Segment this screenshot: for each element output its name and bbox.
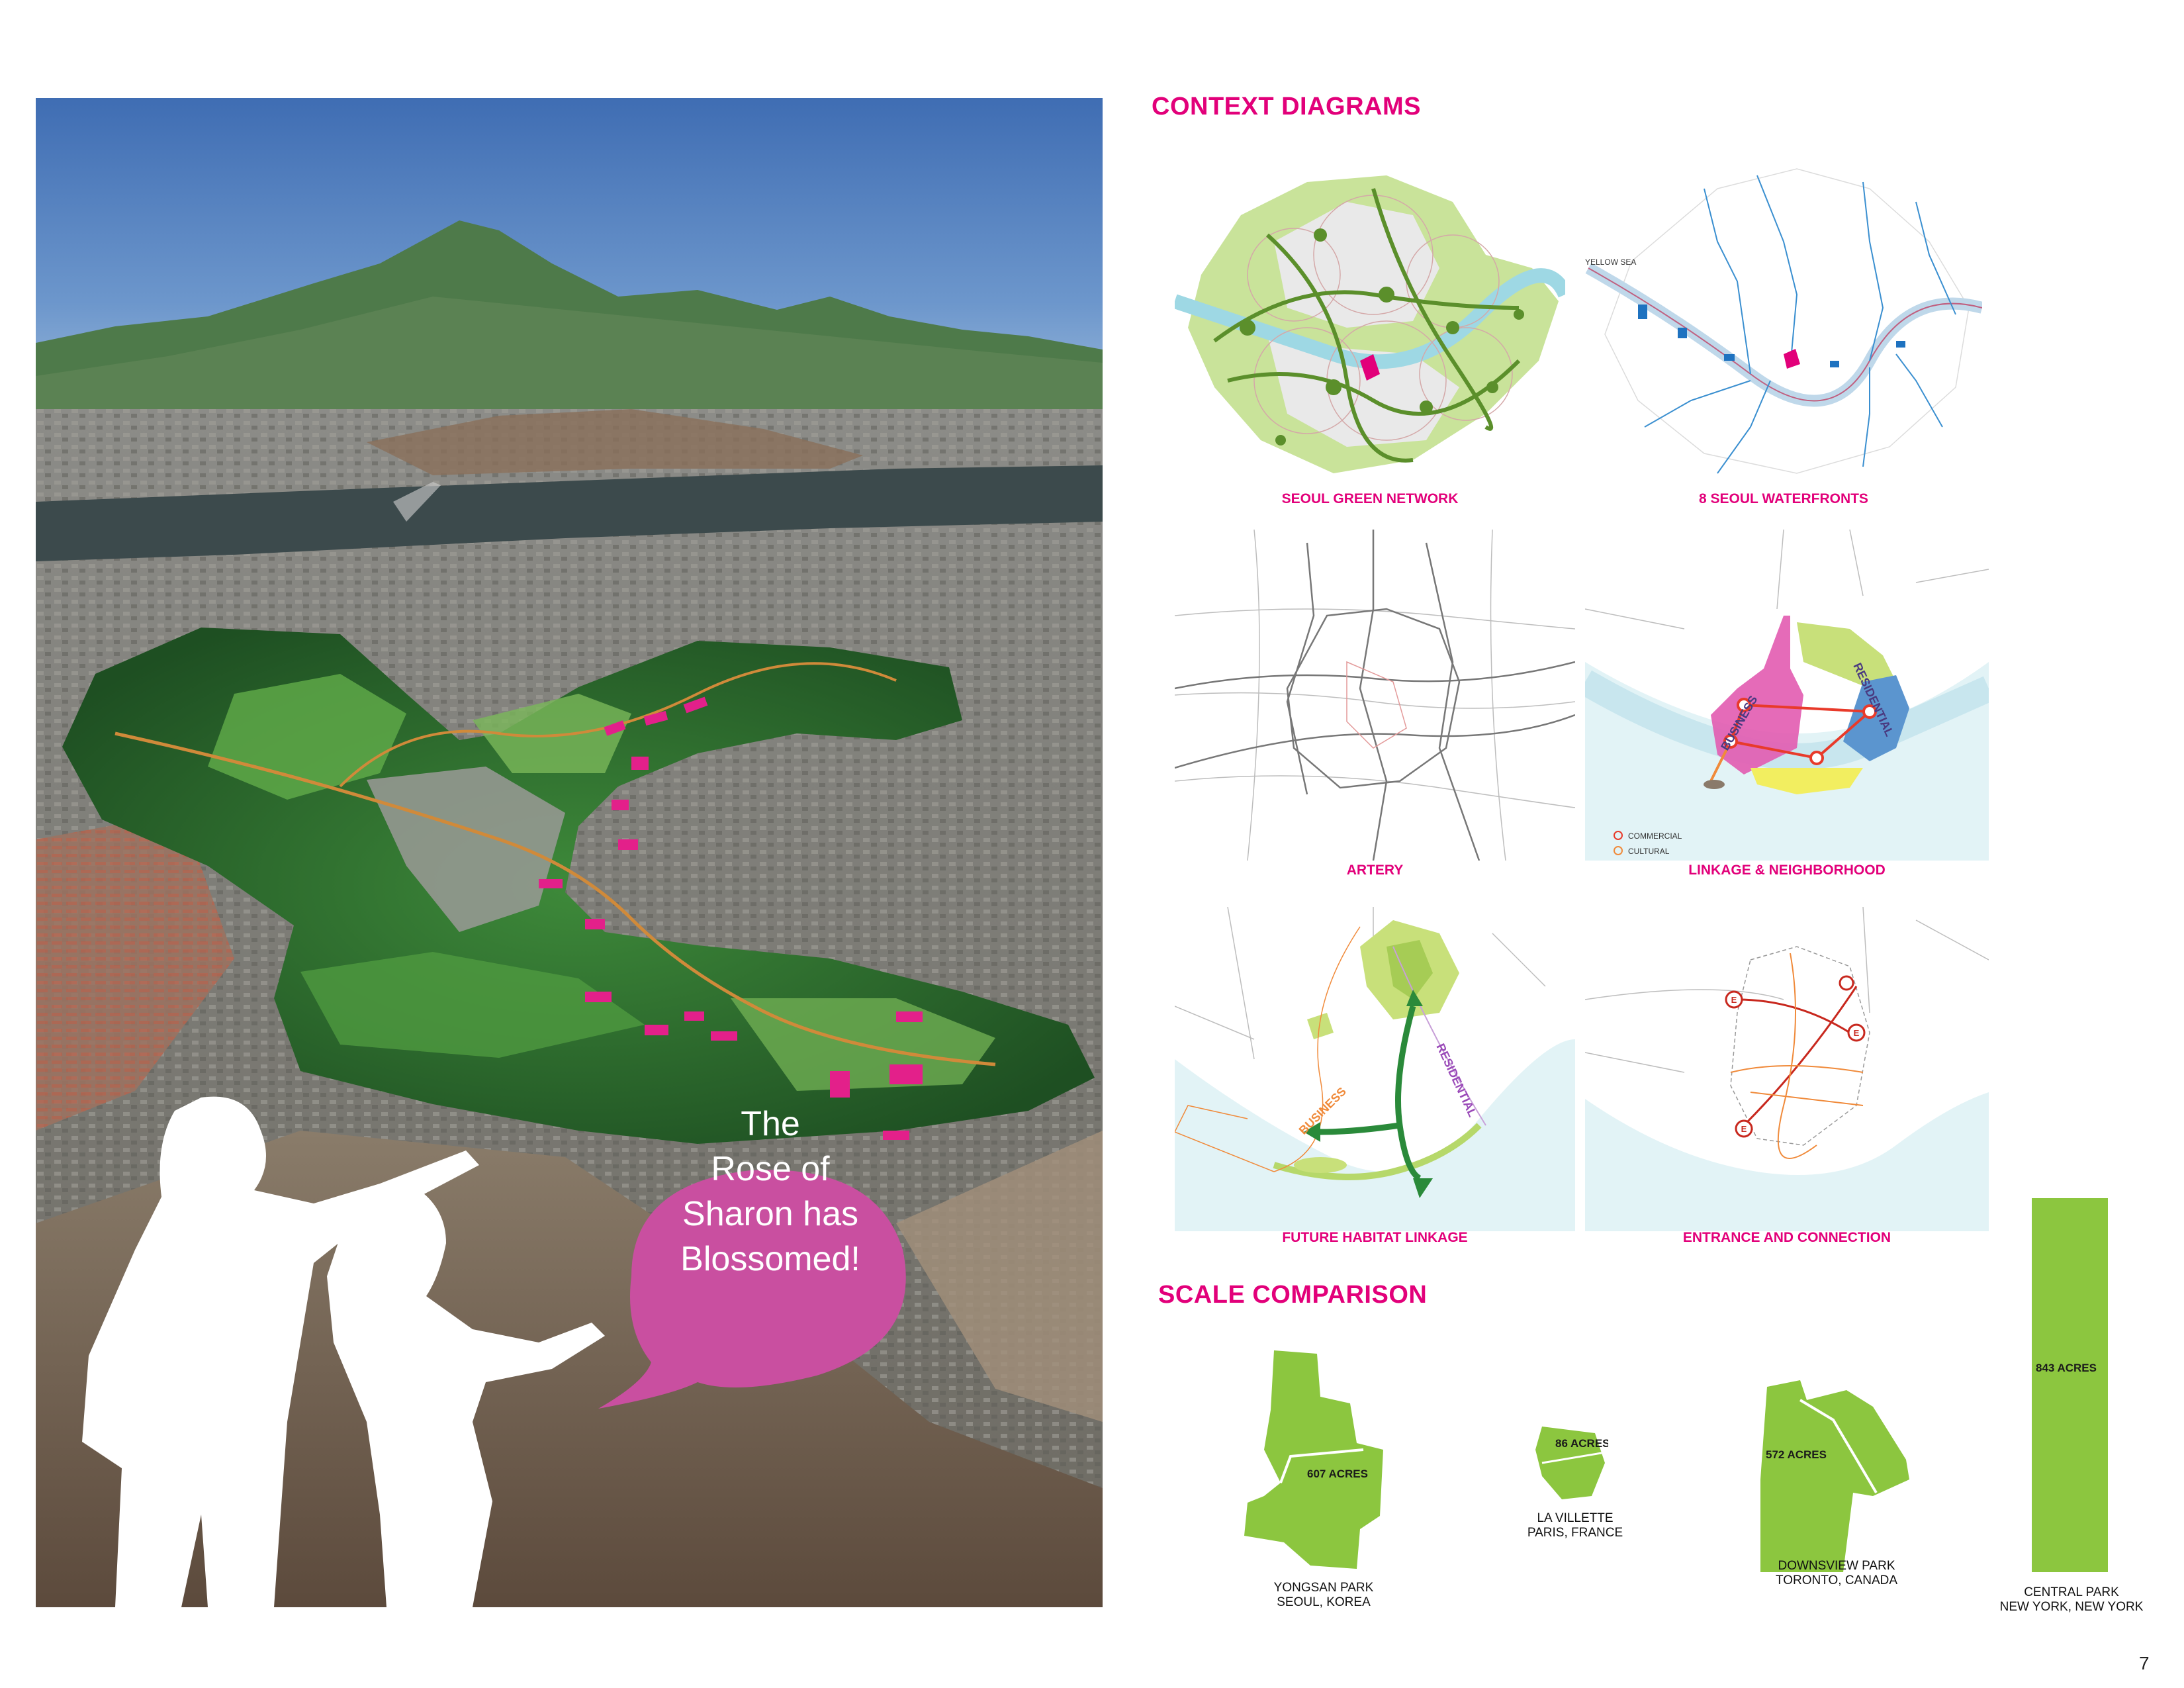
panel-linkage-neighborhood: BUSINESS RESIDENTIAL COMMERCIAL CULTURAL: [1585, 530, 1989, 861]
central-park-shape: 843 ACRES: [2032, 1198, 2108, 1572]
legend-commercial: COMMERCIAL: [1628, 831, 1682, 841]
la-villette-location: PARIS, FRANCE: [1527, 1526, 1623, 1540]
caption-future-habitat-linkage: FUTURE HABITAT LINKAGE: [1282, 1230, 1468, 1245]
central-park-acres: 843 ACRES: [2036, 1362, 2097, 1374]
linkage-map: BUSINESS RESIDENTIAL COMMERCIAL CULTURAL: [1585, 530, 1989, 861]
caption-seoul-waterfronts: 8 SEOUL WATERFRONTS: [1699, 491, 1868, 506]
panel-artery: [1175, 530, 1575, 861]
speech-bubble-shape: [598, 1170, 906, 1409]
habitat-map: BUSINESS RESIDENTIAL: [1175, 907, 1575, 1231]
yongsan-label: YONGSAN PARK SEOUL, KOREA: [1244, 1581, 1403, 1610]
yongsan-acres: 607 ACRES: [1307, 1468, 1368, 1480]
entrance-map: E E E: [1585, 907, 1989, 1231]
bubble-line-3: Sharon has: [682, 1195, 858, 1233]
waterfronts-map: YELLOW SEA: [1585, 168, 1982, 474]
bubble-line-2: Rose of: [711, 1150, 830, 1188]
green-network-map: [1175, 175, 1565, 473]
la-villette-shape: 86 ACRES: [1535, 1427, 1608, 1499]
caption-artery: ARTERY: [1346, 863, 1404, 878]
yellow-sea-label: YELLOW SEA: [1585, 258, 1636, 267]
panel-future-habitat-linkage: BUSINESS RESIDENTIAL: [1175, 907, 1575, 1231]
entrance-marker: E: [1731, 995, 1737, 1005]
central-park-location: NEW YORK, NEW YORK: [1999, 1600, 2144, 1614]
speech-bubble-text: The Rose of Sharon has Blossomed!: [631, 1102, 909, 1282]
caption-seoul-green-network: SEOUL GREEN NETWORK: [1281, 491, 1459, 506]
la-villette-label: LA VILLETTE PARIS, FRANCE: [1496, 1511, 1655, 1540]
bubble-line-4: Blossomed!: [680, 1240, 860, 1278]
downsview-location: TORONTO, CANADA: [1775, 1573, 1898, 1587]
caption-linkage-neighborhood: LINKAGE & NEIGHBORHOOD: [1688, 863, 1886, 878]
aerial-photo-collage: The Rose of Sharon has Blossomed!: [36, 98, 1103, 1607]
la-villette-acres: 86 ACRES: [1555, 1437, 1608, 1450]
panel-seoul-green-network: [1175, 162, 1565, 483]
legend-cultural: CULTURAL: [1628, 847, 1670, 856]
aerial-photo: [36, 98, 1103, 1607]
downsview-park-shape: 572 ACRES: [1760, 1380, 1909, 1572]
entrance-marker: E: [1741, 1124, 1747, 1134]
la-villette-name: LA VILLETTE: [1537, 1511, 1614, 1525]
habitat-residential-label: RESIDENTIAL: [1433, 1041, 1479, 1119]
downsview-name: DOWNSVIEW PARK: [1778, 1559, 1895, 1573]
scale-comparison-heading: SCALE COMPARISON: [1158, 1281, 1428, 1309]
yongsan-park-shape: 607 ACRES: [1244, 1350, 1383, 1569]
yongsan-location: SEOUL, KOREA: [1277, 1595, 1371, 1609]
entrance-marker: E: [1854, 1028, 1860, 1038]
bubble-line-1: The: [741, 1105, 800, 1143]
yongsan-name: YONGSAN PARK: [1273, 1581, 1374, 1595]
context-diagrams-heading: CONTEXT DIAGRAMS: [1152, 93, 1421, 120]
downsview-label: DOWNSVIEW PARK TORONTO, CANADA: [1757, 1559, 1916, 1588]
caption-entrance-connection: ENTRANCE AND CONNECTION: [1682, 1230, 1891, 1245]
downsview-acres: 572 ACRES: [1766, 1448, 1827, 1461]
central-park-label: CENTRAL PARK NEW YORK, NEW YORK: [1992, 1585, 2151, 1615]
central-park-name: CENTRAL PARK: [2024, 1585, 2119, 1599]
page-number: 7: [2139, 1653, 2150, 1673]
silhouettes: [82, 1096, 605, 1607]
panel-seoul-waterfronts: YELLOW SEA: [1585, 162, 1982, 483]
panel-entrance-connection: E E E: [1585, 907, 1989, 1231]
artery-map: [1175, 530, 1575, 861]
